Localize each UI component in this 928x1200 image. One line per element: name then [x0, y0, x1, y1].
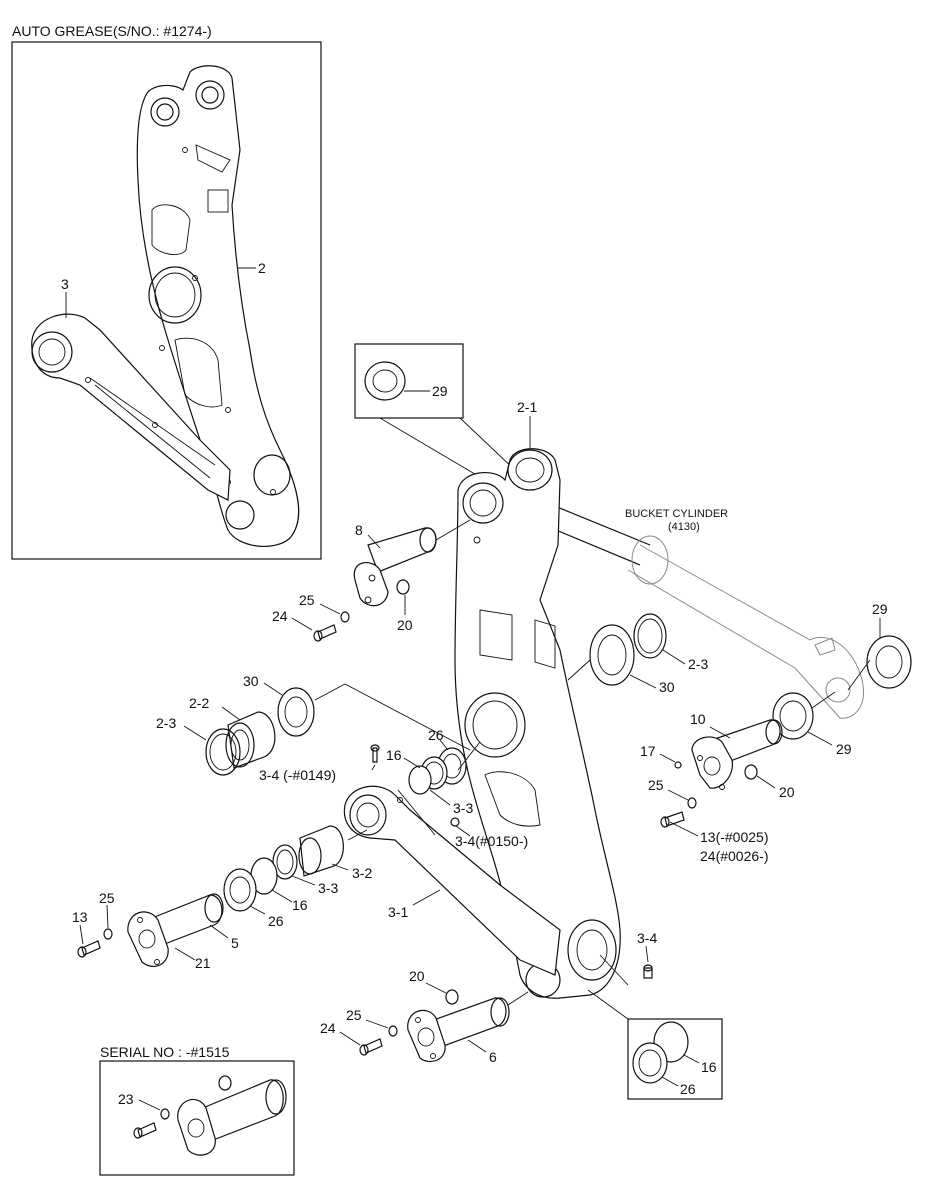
callout-3-3-a: 3-3: [453, 800, 473, 816]
callout-13-b: 13: [72, 909, 88, 925]
serial-no-frame: [99, 1060, 295, 1176]
callout-30-left: 30: [243, 673, 259, 689]
callout-16-b: 16: [292, 897, 308, 913]
callout-29-right: 29: [872, 601, 888, 617]
callout-25-a: 25: [299, 592, 315, 608]
grease-nipple-3-4: [643, 964, 653, 979]
seal-26-left: [223, 868, 257, 912]
callout-10: 10: [690, 711, 706, 727]
callout-2: 2: [258, 260, 266, 276]
callout-5: 5: [231, 935, 239, 951]
callout-30-right: 30: [659, 679, 675, 695]
callout-6: 6: [489, 1049, 497, 1065]
mid-seals: [370, 744, 467, 827]
callout-2-3-left: 2-3: [156, 715, 176, 731]
bucket-cylinder: BUCKET CYLINDER (4130): [531, 499, 864, 719]
pin-6: [359, 989, 529, 1063]
callout-29-cyl: 29: [836, 741, 852, 757]
callout-29-box: 29: [432, 383, 448, 399]
callout-16-box: 16: [701, 1059, 717, 1075]
callout-20-a: 20: [397, 617, 413, 633]
inset-bellcrank: [136, 65, 300, 547]
callout-3-3-b: 3-3: [318, 880, 338, 896]
ring-2-3-left: [205, 728, 241, 776]
callout-8: 8: [355, 522, 363, 538]
callout-21: 21: [195, 955, 211, 971]
callout-25-c: 25: [99, 890, 115, 906]
washer-29-right: [866, 635, 912, 689]
callout-3-2: 3-2: [352, 865, 372, 881]
pin-10: [660, 719, 783, 828]
pin-8-hardware: [313, 579, 410, 642]
callout-2-3-right: 2-3: [688, 656, 708, 672]
callout-26-b: 26: [268, 913, 284, 929]
callout-13-a: 13(-#0025): [700, 829, 769, 845]
washer-29-cyl: [772, 692, 814, 740]
callout-20-c: 20: [409, 968, 425, 984]
callout-3: 3: [61, 276, 69, 292]
bucket-cylinder-ref: (4130): [668, 521, 700, 533]
bushing-2-2: [225, 711, 276, 769]
washer-30-left: [277, 687, 315, 737]
ring-2-3-right: [633, 613, 667, 659]
serial-no-caption: SERIAL NO : -#1515: [100, 1044, 230, 1060]
callout-26-box: 26: [680, 1081, 696, 1097]
callout-24-a: 24: [272, 608, 288, 624]
serial-no-inset: SERIAL NO : -#1515 23: [99, 1044, 295, 1176]
callout-3-1: 3-1: [388, 904, 408, 920]
callout-3-4-a: 3-4 (-#0149): [259, 767, 336, 783]
washer-29-detail-box: 29: [354, 343, 516, 481]
callout-3-4-b: 3-4(#0150-): [455, 833, 528, 849]
callout-17: 17: [640, 743, 656, 759]
callout-24-c: 24: [320, 1020, 336, 1036]
callout-26-mid: 26: [428, 727, 444, 743]
bushing-3-2: [298, 825, 344, 877]
pin-5: [77, 893, 224, 967]
callout-2-2: 2-2: [189, 695, 209, 711]
ring-3-3-left: [272, 844, 298, 880]
auto-grease-inset: AUTO GREASE(S/NO.: #1274-): [11, 23, 322, 560]
callout-23: 23: [118, 1091, 134, 1107]
callout-24-b: 24(#0026-): [700, 848, 769, 864]
washer-30-right: [589, 624, 635, 686]
auto-grease-frame: [11, 41, 322, 560]
callout-25-d: 25: [346, 1007, 362, 1023]
inset-link: [31, 313, 231, 501]
pin-8: [353, 519, 471, 607]
auto-grease-caption: AUTO GREASE(S/NO.: #1274-): [12, 23, 212, 39]
callout-2-1: 2-1: [517, 399, 537, 415]
main-bellcrank: [454, 448, 621, 999]
callout-16-mid: 16: [386, 747, 402, 763]
callout-25-b: 25: [648, 777, 664, 793]
seal-detail-box: 16 26: [627, 1018, 723, 1100]
callout-3-4-c: 3-4: [637, 930, 657, 946]
bucket-cylinder-label: BUCKET CYLINDER: [625, 508, 728, 520]
callout-20-b: 20: [779, 784, 795, 800]
link-3-1: [343, 785, 561, 976]
